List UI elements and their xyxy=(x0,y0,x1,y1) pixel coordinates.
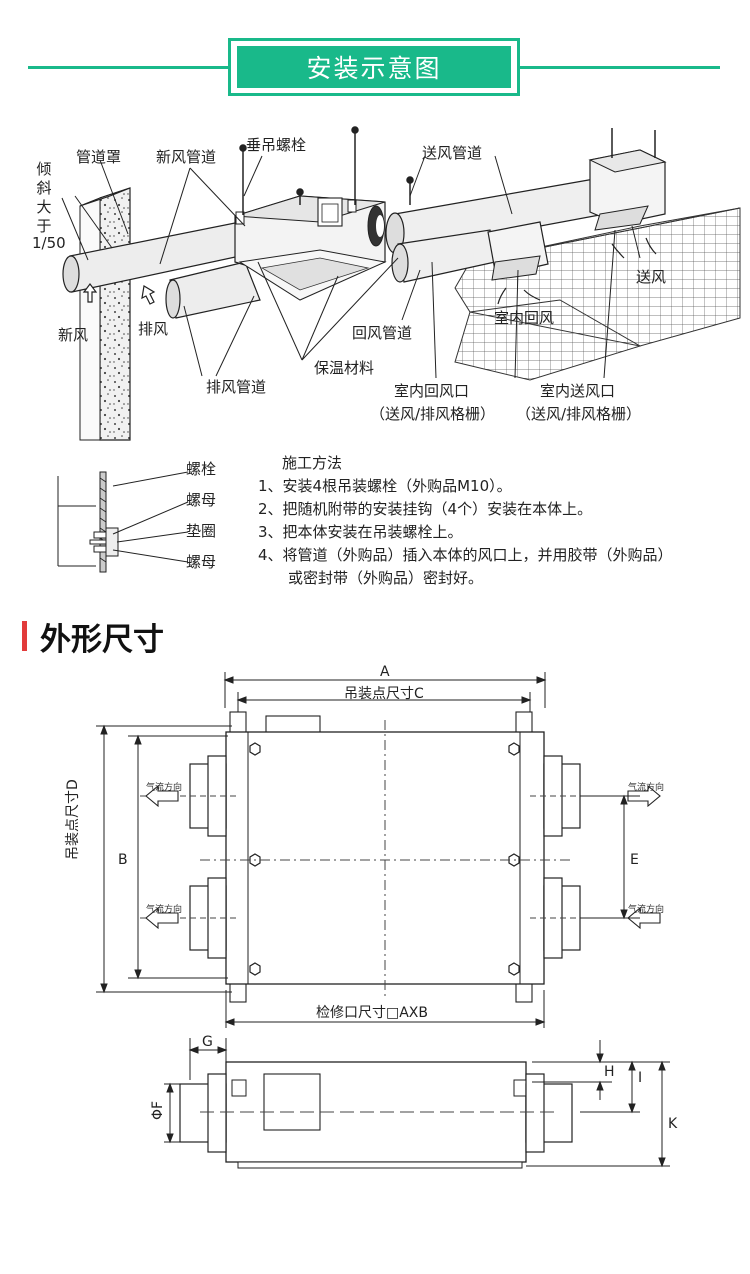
exhaust-duct xyxy=(165,261,261,319)
dim-B: B xyxy=(118,852,128,868)
washer-label: 垫圈 xyxy=(186,522,217,540)
leader-lines xyxy=(61,155,641,379)
slope-char: 于 xyxy=(36,217,52,235)
airflow-label: 气流方向 xyxy=(146,905,183,915)
banner: 安装示意图 xyxy=(228,38,520,96)
slope-char: 倾 xyxy=(36,160,52,178)
installation-diagram xyxy=(61,126,741,441)
ceiling-grid-left xyxy=(454,299,642,381)
label-exhaust-air: 排风 xyxy=(138,320,169,338)
dimension-drawing xyxy=(96,672,670,1169)
construction-step: 3、把本体安装在吊装螺栓上。 xyxy=(258,523,463,541)
slope-char: 大 xyxy=(36,198,52,216)
duct-cover-wall xyxy=(79,187,131,441)
label-insulation: 保温材料 xyxy=(314,359,375,377)
construction-step: 或密封带（外购品）密封好。 xyxy=(288,569,484,587)
bolt-detail-diagram xyxy=(57,471,189,573)
dim-K: K xyxy=(668,1116,678,1132)
banner-fill: 安装示意图 xyxy=(237,46,511,88)
dim-D: 吊装点尺寸D xyxy=(65,779,81,860)
airflow-label: 气流方向 xyxy=(628,783,665,793)
slope-label: 倾 斜 大 于 xyxy=(36,160,52,236)
dim-H: H xyxy=(604,1064,615,1080)
label-indoor-supply-port-sub: （送风/排风格栅） xyxy=(516,405,642,423)
construction-step: 1、安装4根吊装螺栓（外购品M10）。 xyxy=(258,477,512,495)
slope-value: 1/50 xyxy=(32,234,66,252)
hanger-bolts xyxy=(239,126,414,215)
bolt-label: 螺栓 xyxy=(186,460,217,478)
label-fresh-air: 新风 xyxy=(58,326,89,344)
dim-C: 吊装点尺寸C xyxy=(344,686,424,702)
label-duct-cover: 管道罩 xyxy=(76,148,122,166)
ventilation-unit xyxy=(234,195,387,301)
section-title: 外形尺寸 xyxy=(40,622,164,658)
construction-method: 施工方法 1、安装4根吊装螺栓（外购品M10）。 2、把随机附带的安装挂钩（4个… xyxy=(258,452,673,590)
nut-label-bottom: 螺母 xyxy=(186,553,217,571)
label-indoor-return: 室内回风 xyxy=(494,309,555,327)
label-supply-air: 送风 xyxy=(636,268,667,286)
airflow-label: 气流方向 xyxy=(146,783,183,793)
label-indoor-return-port: 室内回风口 xyxy=(394,382,470,400)
dim-G: G xyxy=(202,1034,213,1050)
section-accent-bar xyxy=(22,621,27,651)
label-indoor-supply-port: 室内送风口 xyxy=(540,382,616,400)
airflow-label: 气流方向 xyxy=(628,905,665,915)
construction-title: 施工方法 xyxy=(282,454,343,472)
dim-F: ΦF xyxy=(150,1100,166,1120)
return-air-duct xyxy=(367,205,496,283)
label-exhaust-duct: 排风管道 xyxy=(206,378,267,396)
dim-I: I xyxy=(638,1070,643,1086)
supply-diffuser-box xyxy=(588,128,667,231)
nut-label-top: 螺母 xyxy=(186,491,217,509)
label-indoor-return-port-sub: （送风/排风格栅） xyxy=(370,405,496,423)
banner-title: 安装示意图 xyxy=(306,54,442,83)
dim-E: E xyxy=(630,852,639,868)
dim-access: 检修口尺寸□AXB xyxy=(316,1005,428,1021)
construction-step: 4、将管道（外购品）插入本体的风口上，并用胶带（外购品） xyxy=(258,546,673,564)
construction-step: 2、把随机附带的安装挂钩（4个）安装在本体上。 xyxy=(258,500,593,518)
return-grille-box xyxy=(487,221,549,281)
label-return-duct: 回风管道 xyxy=(352,324,413,342)
dim-A: A xyxy=(380,664,390,680)
label-fresh-duct: 新风管道 xyxy=(156,148,217,166)
label-supply-duct: 送风管道 xyxy=(422,144,483,162)
label-hanger-bolt: 垂吊螺栓 xyxy=(246,136,307,154)
slope-char: 斜 xyxy=(36,179,52,197)
airflow-arrows xyxy=(82,237,657,305)
